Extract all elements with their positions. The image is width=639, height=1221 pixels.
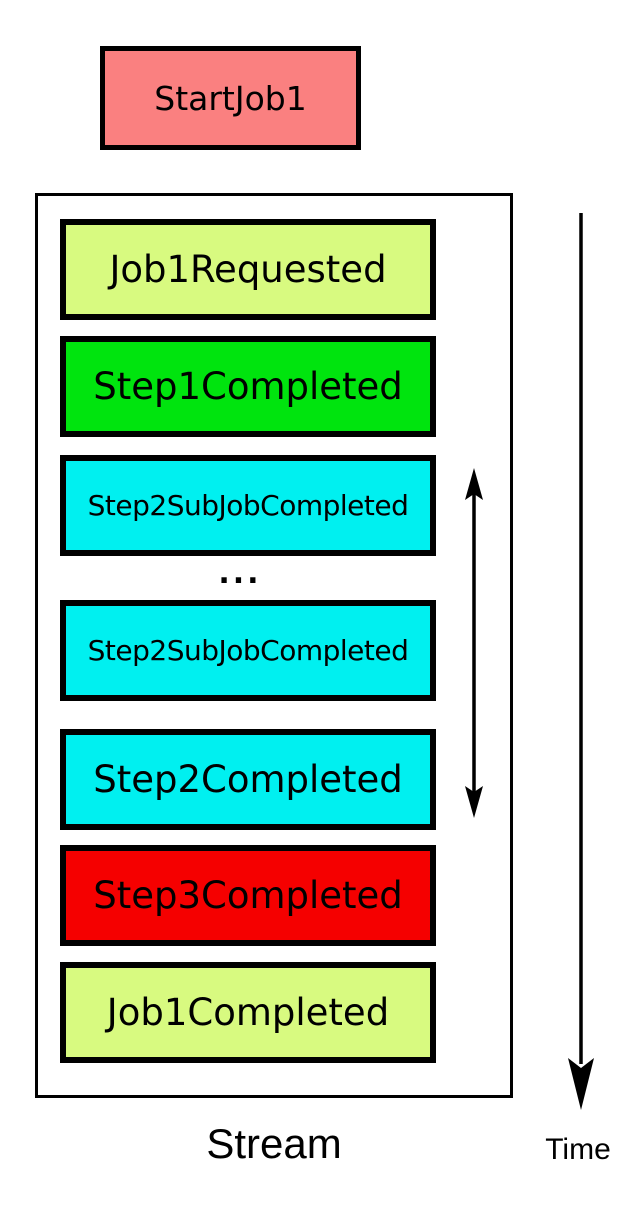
ellipsis-label: ... [218, 555, 262, 591]
event-box-job1requested: Job1Requested [60, 219, 436, 320]
event-box-step1completed: Step1Completed [60, 336, 436, 437]
event-label: Job1Completed [106, 991, 390, 1034]
event-label: Step1Completed [93, 365, 403, 408]
event-box-job1completed: Job1Completed [60, 962, 436, 1063]
repeated-events-ellipsis: ... [60, 549, 420, 597]
event-box-step2subjobcompleted-first: Step2SubJobCompleted [60, 455, 436, 556]
stream-caption: Stream [35, 1120, 513, 1168]
start-job-box: StartJob1 [100, 46, 361, 150]
event-label: Job1Requested [109, 248, 387, 291]
repeat-range-double-arrow-icon [465, 468, 483, 818]
event-box-step2subjobcompleted-last: Step2SubJobCompleted [60, 600, 436, 701]
start-job-label: StartJob1 [154, 78, 307, 118]
stream-caption-text: Stream [206, 1120, 342, 1167]
time-axis-arrow-icon [568, 213, 594, 1110]
event-label: Step2SubJobCompleted [87, 634, 409, 667]
event-box-step3completed: Step3Completed [60, 845, 436, 946]
event-box-step2completed: Step2Completed [60, 729, 436, 830]
time-caption: Time [528, 1133, 628, 1167]
event-label: Step3Completed [93, 874, 403, 917]
time-caption-text: Time [545, 1133, 611, 1166]
event-label: Step2Completed [93, 758, 403, 801]
event-label: Step2SubJobCompleted [87, 489, 409, 522]
